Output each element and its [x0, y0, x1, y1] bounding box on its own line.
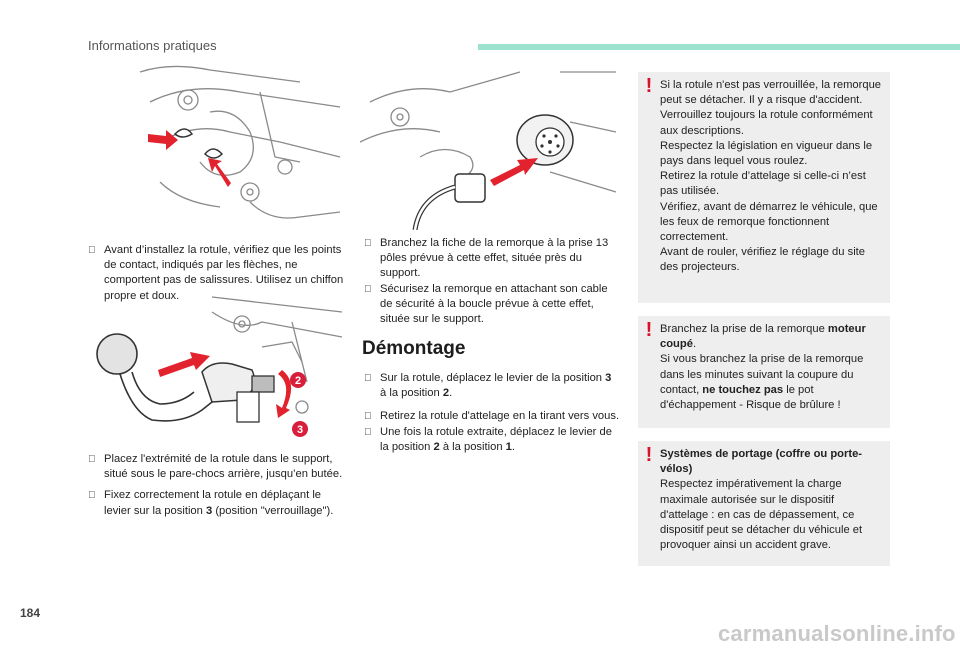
header-accent-bar	[478, 44, 960, 50]
warning-icon: !	[645, 75, 653, 97]
step-reset-lever:  Une fois la rotule extraite, déplacez …	[364, 425, 620, 455]
step-connect-plug:  Branchez la fiche de la remorque à la …	[364, 236, 620, 282]
illustration-support-contact-points	[139, 65, 341, 219]
step-text: .	[511, 440, 516, 453]
step-text: Sécurisez la remorque en attachant son c…	[380, 282, 608, 326]
step-bold-value: 2	[442, 387, 450, 400]
warning-line: Si vous branchez la prise de la remorque…	[660, 353, 864, 412]
warning-box-locking: ! Si la rotule n'est pas verrouillée, la…	[638, 72, 890, 303]
step-bullet: 	[88, 452, 96, 467]
step-bullet: 	[364, 236, 372, 251]
illustration-towball-insertion: 2 3	[96, 296, 343, 437]
step-text: Branchez la fiche de la remorque à la pr…	[380, 237, 609, 280]
step-bold-value: 3	[205, 504, 213, 517]
step-secure-cable:  Sécurisez la remorque en attachant son…	[364, 282, 620, 328]
step-bullet: 	[364, 425, 372, 440]
warning-line: Si la rotule n'est pas verrouillée, la r…	[660, 79, 882, 107]
warning-line: Avant de rouler, vérifiez le réglage du …	[660, 246, 866, 274]
step-bullet: 	[364, 409, 372, 424]
step-bullet: 	[364, 371, 372, 386]
step-bullet: 	[88, 243, 96, 258]
step-remove-towball:  Retirez la rotule d'attelage en la tir…	[364, 409, 620, 424]
step-text: .	[449, 387, 453, 400]
warning-line: Vérifiez, avant de démarrez le véhicule,…	[660, 200, 878, 244]
step-text: Sur la rotule, déplacez le levier de la …	[380, 372, 606, 384]
step-text: Avant d’installez la rotule, vérifiez qu…	[104, 244, 344, 302]
warning-title: Systèmes de portage (coffre ou porte-vél…	[660, 448, 863, 476]
illustration-13-pin-socket	[360, 71, 617, 230]
step-move-lever:  Sur la rotule, déplacez le levier de l…	[364, 371, 620, 401]
step-text: Une fois la rotule extraite, déplacez le…	[380, 425, 612, 453]
step-check-contact-points:  Avant d’installez la rotule, vérifiez …	[88, 243, 346, 304]
warning-line: Verrouillez toujours la rotule conformém…	[660, 109, 873, 137]
step-text: à la position	[380, 387, 443, 400]
step-text: Retirez la rotule d'attelage en la tiran…	[380, 410, 620, 423]
step-text: (position "verrouillage").	[212, 504, 334, 517]
step-bold-value: 1	[505, 440, 512, 453]
warning-line: Respectez la législation en vigueur dans…	[660, 139, 873, 168]
step-bullet: 	[88, 488, 96, 503]
warning-line: Retirez la rotule d’attelage si celle-ci…	[660, 170, 866, 198]
step-insert-towball:  Placez l'extrémité de la rotule dans l…	[88, 452, 346, 482]
step-bold-value: 2	[433, 440, 440, 453]
step-bold-value: 3	[605, 372, 612, 384]
page-number: 184	[20, 606, 41, 620]
heading-demontage: Démontage	[362, 338, 466, 359]
warning-box-carrier-systems: ! Systèmes de portage (coffre ou porte-v…	[638, 441, 890, 566]
warning-icon: !	[645, 319, 653, 341]
warning-icon: !	[645, 444, 653, 466]
step-lock-towball:  Fixez correctement la rotule en déplaç…	[88, 488, 346, 518]
warning-line: Branchez la prise de la remorque moteur …	[660, 323, 866, 351]
step-text: Fixez correctement la rotule en déplaçan…	[104, 489, 322, 517]
step-bullet: 	[364, 282, 372, 297]
step-text: Placez l'extrémité de la rotule dans le …	[104, 453, 343, 481]
section-title: Informations pratiques	[88, 38, 217, 53]
callout-label-2: 2	[295, 375, 301, 387]
watermark: carmanualsonline.info	[718, 621, 956, 646]
step-text: à la position	[439, 440, 506, 453]
warning-box-engine-off: ! Branchez la prise de la remorque moteu…	[638, 316, 890, 428]
warning-line: Respectez impérativement la charge maxim…	[660, 478, 863, 552]
callout-label-3: 3	[297, 424, 303, 436]
